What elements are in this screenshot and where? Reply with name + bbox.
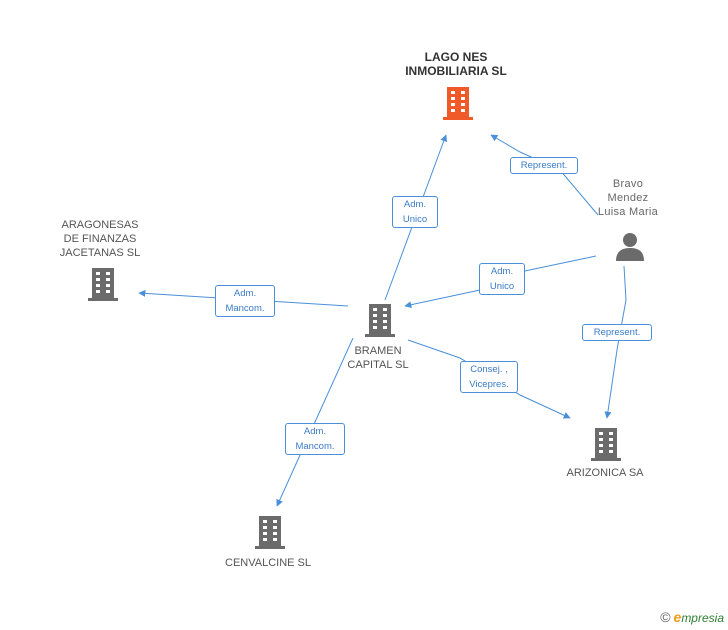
edge-label-bravo-lago: Represent. [510, 157, 578, 174]
footer-brand[interactable]: © empresia [660, 609, 724, 625]
node-label-aragonesas[interactable]: ARAGONESAS DE FINANZAS JACETANAS SL [59, 219, 141, 259]
edge-bramen-cenvalcine [276, 337, 354, 507]
edge-bravo-arizonica [604, 265, 627, 419]
cenvalcine-building-icon[interactable] [255, 516, 285, 549]
edge-label-bravo-arizonica: Represent. [582, 324, 652, 341]
edge-label-bramen-lago: Adm. Unico [392, 196, 438, 228]
edge-label-bramen-cenvalcine: Adm. Mancom. [285, 423, 345, 455]
aragonesas-building-icon[interactable] [88, 268, 118, 301]
edge-label-bramen-arizonica: Consej. , Vicepres. [460, 361, 518, 393]
edge-label-bravo-bramen: Adm. Unico [479, 263, 525, 295]
arizonica-building-icon[interactable] [591, 428, 621, 461]
node-label-bravo[interactable]: Bravo Mendez Luisa Maria [597, 178, 659, 218]
node-label-cenvalcine[interactable]: CENVALCINE SL [225, 557, 311, 569]
bramen-building-icon[interactable] [365, 304, 395, 337]
node-label-arizonica[interactable]: ARIZONICA SA [566, 467, 644, 479]
person-icon[interactable] [616, 233, 644, 261]
edge-label-bramen-aragonesas: Adm. Mancom. [215, 285, 275, 317]
lago-building-icon[interactable] [443, 87, 473, 120]
node-label-bramen[interactable]: BRAMEN CAPITAL SL [347, 345, 409, 371]
empresia-logo[interactable]: empresia [673, 609, 724, 625]
node-label-lago[interactable]: LAGO NES INMOBILIARIA SL [405, 50, 507, 78]
copyright-symbol: © [660, 609, 671, 625]
